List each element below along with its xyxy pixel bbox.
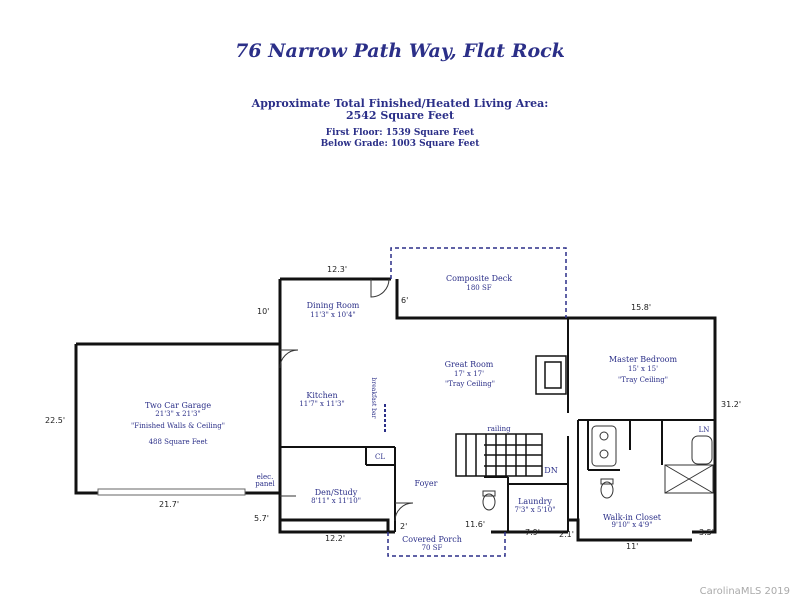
dim-6: 6' — [401, 296, 408, 305]
fireplace-icon — [535, 355, 567, 395]
closet-name: Walk-in Closet — [603, 513, 662, 522]
master-note: "Tray Ceiling" — [618, 376, 668, 384]
kitchen-size: 11'7" x 11'3" — [299, 400, 344, 408]
garage-size: 21'3" x 21'3" — [155, 410, 200, 418]
dim-11: 11' — [626, 542, 638, 551]
dim-2: 2' — [400, 522, 407, 531]
dim-15-8: 15.8' — [631, 303, 651, 312]
dim-11-6: 11.6' — [465, 520, 485, 529]
dining-size: 11'3" x 10'4" — [310, 311, 355, 319]
dim-5-7: 5.7' — [254, 514, 269, 523]
interior-walls — [280, 318, 715, 532]
dim-2-1: 2.1' — [559, 530, 574, 539]
garage-door — [97, 488, 246, 496]
garage-name: Two Car Garage — [145, 401, 211, 410]
garage-area: 488 Square Feet — [149, 438, 208, 446]
dim-10: 10' — [257, 307, 269, 316]
great-room-note: "Tray Ceiling" — [445, 380, 495, 388]
master-size: 15' x 15' — [628, 365, 658, 373]
elec-panel-line2: panel — [255, 480, 275, 488]
dim-21-7: 21.7' — [159, 500, 179, 509]
linen-label: LN — [699, 426, 710, 434]
porch-name: Covered Porch — [402, 535, 462, 544]
master-name: Master Bedroom — [609, 355, 678, 364]
staircase — [455, 433, 543, 477]
great-room-name: Great Room — [445, 360, 494, 369]
den-name: Den/Study — [315, 488, 358, 497]
great-room-size: 17' x 17' — [454, 370, 484, 378]
foyer-name: Foyer — [414, 479, 437, 488]
garage-note: "Finished Walls & Ceiling" — [131, 422, 225, 430]
door-swings — [279, 278, 414, 522]
laundry-size: 7'3" x 5'10" — [515, 506, 556, 514]
breakfast-bar-label: breakfast bar — [370, 378, 377, 419]
dim-3-5: 3.5' — [699, 528, 714, 537]
watermark: CarolinaMLS 2019 — [699, 586, 790, 597]
porch-size: 70 SF — [422, 544, 443, 552]
laundry-name: Laundry — [518, 497, 552, 506]
kitchen-name: Kitchen — [306, 391, 337, 400]
deck-outline — [390, 247, 567, 318]
down-label: DN — [544, 466, 557, 475]
below-grade-area: Below Grade: 1003 Square Feet — [320, 139, 480, 149]
den-size: 8'11" x 11'10" — [311, 497, 361, 505]
dim-7-9: 7.9' — [525, 528, 540, 537]
plan-title: 76 Narrow Path Way, Flat Rock — [235, 40, 565, 62]
bathroom-fixtures — [482, 425, 714, 511]
dim-12-2: 12.2' — [325, 534, 345, 543]
exterior-walls — [74, 277, 717, 542]
deck-name: Composite Deck — [446, 274, 512, 283]
closet-size: 9'10" x 4'9" — [612, 521, 653, 529]
railing-label: railing — [487, 425, 511, 433]
closet-cl-label: CL — [375, 453, 385, 461]
total-area-value: 2542 Square Feet — [345, 109, 455, 122]
dining-name: Dining Room — [307, 301, 360, 310]
elec-panel-line1: elec. — [257, 473, 274, 481]
first-floor-area: First Floor: 1539 Square Feet — [325, 128, 475, 138]
total-area-label: Approximate Total Finished/Heated Living… — [251, 97, 549, 110]
dim-22-5: 22.5' — [45, 416, 65, 425]
dim-12-3: 12.3' — [327, 265, 347, 274]
deck-size: 180 SF — [466, 284, 491, 292]
dim-31-2: 31.2' — [721, 400, 741, 409]
